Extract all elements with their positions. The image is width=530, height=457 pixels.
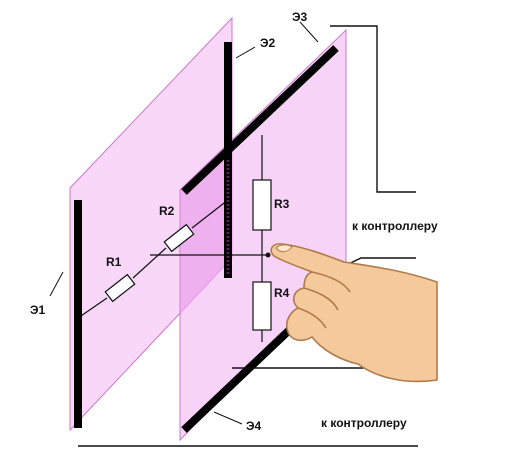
- label-controller-bottom: к контроллеру: [321, 416, 407, 430]
- label-r3: R3: [274, 197, 290, 211]
- resistor-r4: [252, 281, 272, 331]
- touch-point: [265, 252, 271, 258]
- label-r4: R4: [274, 286, 290, 300]
- label-e1: Э1: [30, 303, 46, 317]
- resistor-r3: [252, 179, 272, 231]
- back-wiring: [77, 199, 268, 319]
- label-controller-top: к контроллеру: [352, 219, 438, 233]
- pointing-finger-icon: [270, 243, 438, 383]
- label-e3: Э3: [292, 10, 308, 24]
- label-e2: Э2: [260, 36, 276, 50]
- label-r2: R2: [159, 204, 175, 218]
- label-r1: R1: [106, 255, 122, 269]
- label-leaders: [49, 21, 319, 425]
- label-e4: Э4: [246, 419, 262, 433]
- electrode-e3: [181, 45, 339, 195]
- resistor-r1: [104, 273, 136, 303]
- resistor-r2: [163, 223, 195, 253]
